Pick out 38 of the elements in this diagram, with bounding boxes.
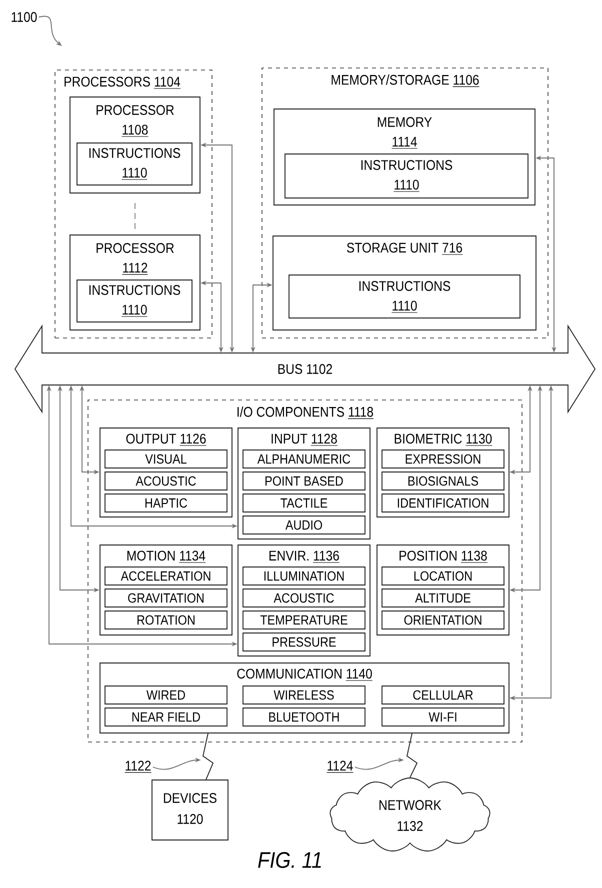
item-box: CELLULAR xyxy=(382,686,504,704)
item-box: HAPTIC xyxy=(104,494,228,512)
network-cloud: NETWORK 1132 xyxy=(330,778,490,852)
instructions-box: INSTRUCTIONS 1110 xyxy=(76,280,192,322)
item-box: BLUETOOTH xyxy=(242,708,366,726)
item-box: GRAVITATION xyxy=(104,588,228,608)
item-box: PRESSURE xyxy=(242,632,366,652)
reference-numeral: 1100 xyxy=(12,12,37,22)
item-box: POINT BASED xyxy=(242,472,366,490)
item-box: ILLUMINATION xyxy=(242,566,366,586)
item-box: AUDIO xyxy=(242,516,366,534)
figure-caption: FIG. 11 xyxy=(258,852,321,868)
item-box: LOCATION xyxy=(382,566,504,586)
device-box: DEVICES 1120 xyxy=(152,780,228,840)
item-box: IDENTIFICATION xyxy=(382,494,504,512)
item-box: TACTILE xyxy=(242,494,366,512)
item-box: WIRED xyxy=(104,686,228,704)
item-box: ORIENTATION xyxy=(382,610,504,630)
item-box: TEMPERATURE xyxy=(242,610,366,630)
item-box: WIRELESS xyxy=(242,686,366,704)
item-box: ACOUSTIC xyxy=(242,588,366,608)
reference-numeral: 1124 xyxy=(326,760,354,773)
wireless-link xyxy=(406,733,418,778)
item-box: ACCELERATION xyxy=(104,566,228,586)
instructions-box: INSTRUCTIONS 1110 xyxy=(76,142,192,186)
reference-numeral: 1122 xyxy=(124,760,152,773)
item-box: WI-FI xyxy=(382,708,504,726)
item-box: NEAR FIELD xyxy=(104,708,228,726)
item-box: VISUAL xyxy=(104,450,228,468)
item-box: EXPRESSION xyxy=(382,450,504,468)
instructions-box: INSTRUCTIONS 1110 xyxy=(288,274,520,318)
item-box: BIOSIGNALS xyxy=(382,472,504,490)
item-box: ACOUSTIC xyxy=(104,472,228,490)
instructions-box: INSTRUCTIONS 1110 xyxy=(284,154,528,198)
wireless-link xyxy=(202,733,214,780)
item-box: ALTITUDE xyxy=(382,588,504,608)
item-box: ROTATION xyxy=(104,610,228,630)
item-box: ALPHANUMERIC xyxy=(242,450,366,468)
